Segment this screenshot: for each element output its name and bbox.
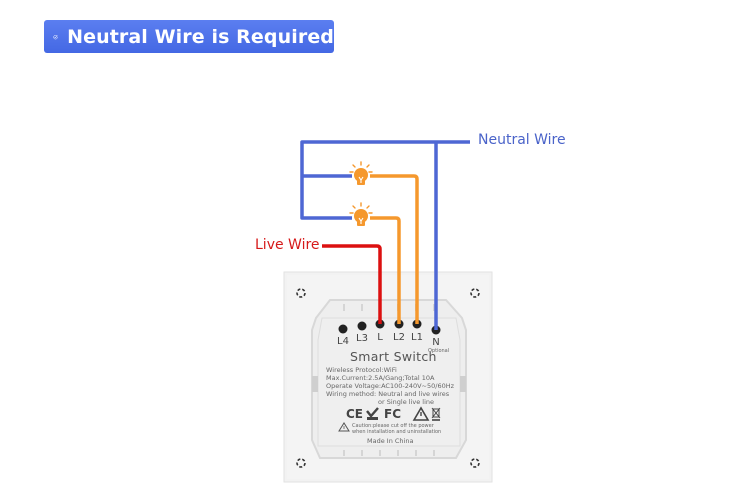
- terminal-label-L1: L1: [411, 332, 423, 343]
- spec-current: Max.Current:2.5A/Gang;Total 10A: [326, 374, 435, 382]
- n-optional-note: Optional: [428, 348, 450, 354]
- ce-mark: CE: [346, 407, 364, 421]
- made-in-china: Made In China: [367, 437, 414, 445]
- neutral-wire: [300, 140, 470, 330]
- terminal-L3: [357, 321, 367, 331]
- terminal-label-L4: L4: [337, 336, 349, 347]
- neutral-required-badge: Neutral Wire is Required: [44, 20, 334, 53]
- live-wire: [322, 244, 382, 324]
- caution-triangle-icon: [338, 422, 350, 432]
- caution-line-2: when installation and uninstallation: [352, 429, 442, 435]
- spec-wiring-alt: or Single live line: [378, 398, 435, 406]
- bulb-icon: [349, 161, 373, 226]
- switch-title: Smart Switch: [350, 349, 437, 364]
- spec-voltage: Operate Voltage:AC100-240V~50/60Hz: [326, 382, 455, 390]
- live-wire-label: Live Wire: [255, 237, 320, 253]
- spec-protocol: Wireless Protocol:WiFi: [326, 366, 397, 374]
- terminal-label-L: L: [377, 332, 383, 343]
- rohs-check-icon: [366, 407, 379, 420]
- mounting-hole-icon: [296, 288, 480, 468]
- load-wires: [370, 174, 419, 324]
- fcc-mark: FC: [384, 407, 402, 421]
- check-circle-icon: [53, 34, 58, 39]
- weee-bin-icon: [431, 407, 441, 421]
- badge-text: Neutral Wire is Required: [67, 25, 334, 48]
- terminal-label-L2: L2: [393, 332, 405, 343]
- terminal-label-L3: L3: [356, 333, 368, 344]
- warning-triangle-icon: [412, 406, 430, 421]
- spec-wiring: Wiring method: Neutral and live wires: [326, 390, 450, 398]
- caution-line-1: Caution:please cut off the power: [352, 423, 434, 429]
- neutral-wire-label: Neutral Wire: [478, 132, 566, 148]
- terminal-label-N: N: [432, 337, 440, 348]
- terminal-L4: [338, 324, 348, 334]
